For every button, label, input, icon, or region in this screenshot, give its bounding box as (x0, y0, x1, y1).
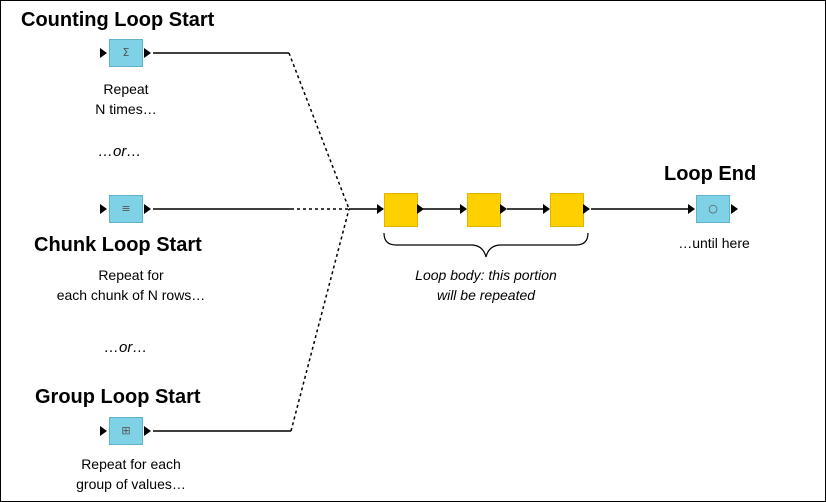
group-input-port-icon (100, 426, 107, 436)
or-separator-2: …or… (104, 339, 148, 356)
loop-body-node-2[interactable] (467, 193, 501, 227)
chunk-output-port-icon (144, 204, 151, 214)
wire-dashed-counting (288, 52, 350, 210)
loop-end-icon: ○ (708, 202, 718, 215)
loop-body-brace (383, 232, 589, 258)
loop-end-input-port-icon (688, 204, 695, 214)
group-caption-line1: Repeat for each (81, 456, 181, 472)
chunk-caption-line1: Repeat for (98, 267, 164, 283)
group-loop-title: Group Loop Start (35, 386, 201, 408)
body-1-output-port-icon (417, 204, 424, 214)
wire-dashed-group (290, 208, 350, 432)
body-2-output-port-icon (500, 204, 507, 214)
group-caption-line2: group of values… (76, 476, 186, 492)
counting-loop-title: Counting Loop Start (21, 9, 215, 31)
chunk-loop-caption: Repeat for each chunk of N rows… (41, 265, 221, 305)
or-separator-1: …or… (98, 143, 142, 160)
counting-loop-caption: Repeat N times… (71, 79, 181, 119)
loop-body-node-1[interactable] (384, 193, 418, 227)
body-3-output-port-icon (583, 204, 590, 214)
loop-body-caption-line2: will be repeated (436, 287, 536, 303)
loop-body-caption: Loop body: this portion will be repeated (381, 265, 591, 305)
body-3-input-port-icon (543, 204, 550, 214)
counting-output-port-icon (144, 48, 151, 58)
group-loop-icon: ⊞ (121, 424, 131, 437)
loop-end-output-port-icon (731, 204, 738, 214)
counting-loop-start-node[interactable]: Σ (109, 39, 143, 67)
body-2-input-port-icon (460, 204, 467, 214)
chunk-input-port-icon (100, 204, 107, 214)
counting-caption-line1: Repeat (103, 81, 149, 97)
sigma-loop-icon: Σ (122, 46, 130, 59)
counting-input-port-icon (100, 48, 107, 58)
loop-end-title: Loop End (664, 163, 757, 185)
loop-end-caption: …until here (678, 235, 750, 251)
chunk-loop-icon: ≡ (121, 202, 131, 215)
loop-body-caption-line1: Loop body: this portion (415, 267, 557, 283)
body-1-input-port-icon (377, 204, 384, 214)
group-output-port-icon (144, 426, 151, 436)
group-loop-caption: Repeat for each group of values… (56, 454, 206, 494)
group-loop-start-node[interactable]: ⊞ (109, 417, 143, 445)
loop-end-node[interactable]: ○ (696, 195, 730, 223)
counting-caption-line2: N times… (95, 101, 157, 117)
loop-body-node-3[interactable] (550, 193, 584, 227)
chunk-loop-title: Chunk Loop Start (34, 234, 202, 256)
chunk-loop-start-node[interactable]: ≡ (109, 195, 143, 223)
chunk-caption-line2: each chunk of N rows… (56, 287, 206, 303)
